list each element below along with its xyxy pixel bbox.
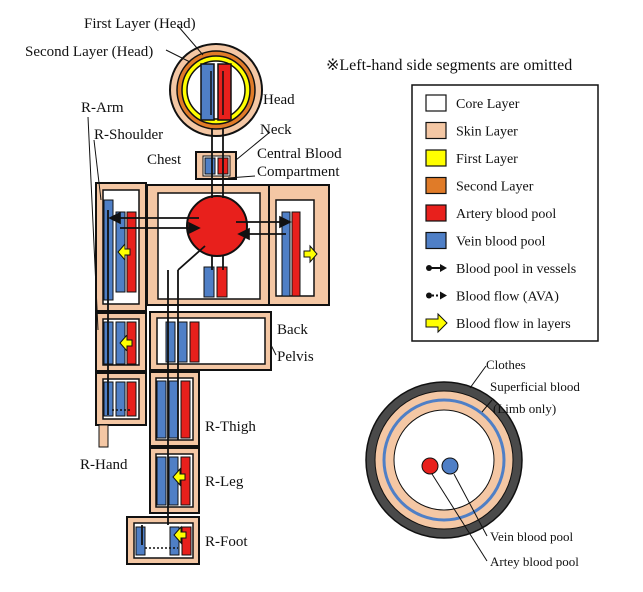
legend-item: First Layer [425,149,518,167]
cross-section-leaders [431,365,493,562]
label-vein-pool: Vein blood pool [490,529,573,544]
hand-segment [95,372,147,448]
label-head: Head [263,92,295,108]
shoulder-segment [95,182,147,312]
label-back: Back [277,322,308,338]
label-r-arm: R-Arm [81,100,124,116]
pelvis-segment [149,311,272,371]
head-segment [169,43,263,137]
label-r-hand: R-Hand [80,457,128,473]
label-pelvis: Pelvis [277,349,314,365]
arm-segment [95,312,147,372]
legend-label: Core Layer [456,97,520,112]
label-superficial-blood: Superficial blood [490,379,580,394]
label-leaders [87,25,277,356]
legend-item: Blood flow (AVA) [426,290,559,305]
label-central-blood-2: Compartment [257,164,340,180]
label-r-foot: R-Foot [205,534,248,550]
legend-label: Blood pool in vessels [456,262,576,277]
legend-icon-swatch [425,149,447,167]
legend-item: Artery blood pool [425,204,556,222]
legend-item: Second Layer [425,176,534,195]
label-central-blood-1: Central Blood [257,146,342,162]
legend-icon-swatch [425,94,447,112]
legend-icon-swatch [425,176,447,195]
legend-item: Blood flow in layers [425,312,571,334]
legend-label: Vein blood pool [456,235,546,250]
legend-label: Blood flow in layers [456,317,571,332]
legend-icon-swatch [425,231,447,250]
legend-icon-swatch [425,204,447,222]
omission-note: ※Left-hand side segments are omitted [326,57,572,74]
legend-label: Artery blood pool [456,207,556,222]
legend-icon-arrow-fat [425,312,448,334]
legend-label: First Layer [456,152,518,167]
label-clothes: Clothes [486,357,526,372]
label-limb-only: (Limb only) [493,401,556,416]
label-r-thigh: R-Thigh [205,419,256,435]
legend-item: Skin Layer [425,121,518,140]
central-blood-compartment [186,195,248,257]
legend-item: Core Layer [425,94,520,112]
legend-label: Skin Layer [456,125,518,140]
legend-icon-arrow-solid [426,264,447,272]
label-chest: Chest [147,152,182,168]
superficial-blood-ring [382,398,506,522]
foot-segment [126,516,200,565]
legend-item: Vein blood pool [425,231,546,250]
label-artery-pool: Artey blood pool [490,554,579,569]
thigh-segment [149,371,200,447]
legend-label: Blood flow (AVA) [456,290,559,305]
label-second-layer-head: Second Layer (Head) [25,44,153,60]
vein-pool-circle [441,457,459,475]
neck-segment [195,151,237,180]
legend-label: Second Layer [456,180,534,195]
legend-item: Blood pool in vessels [426,262,576,277]
back-segment [268,184,330,306]
legend-icon-arrow-dotted [426,291,447,300]
label-first-layer-head: First Layer (Head) [84,16,196,32]
body-diagram [87,25,330,565]
label-neck: Neck [260,122,292,138]
limb-cross-section [365,365,523,562]
label-r-leg: R-Leg [205,474,244,490]
artery-pool-circle [421,457,439,475]
label-r-shoulder: R-Shoulder [94,127,163,143]
legend-icon-swatch [425,121,447,140]
vessel-connections [107,128,292,545]
leg-segment [149,447,200,514]
